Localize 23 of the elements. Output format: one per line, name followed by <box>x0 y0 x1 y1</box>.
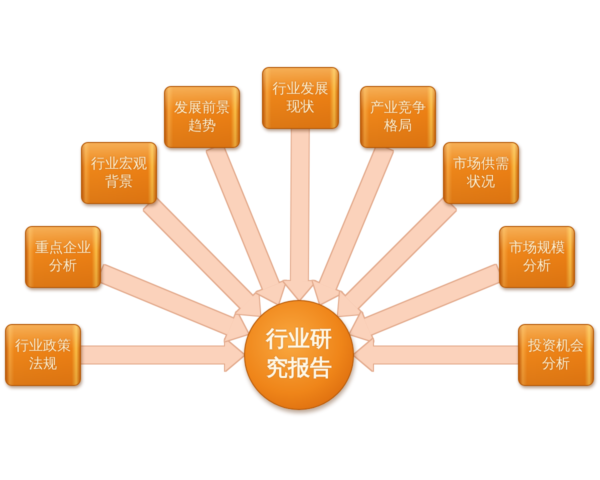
topic-label: 重点企业分析 <box>34 238 92 276</box>
topic-box <box>360 86 436 148</box>
topic-label: 行业发展现状 <box>272 80 330 116</box>
topic-label: 产业竞争格局 <box>369 98 427 136</box>
topic-circle <box>244 300 354 410</box>
topic-label: 投资机会分析 <box>527 336 585 374</box>
topic-box <box>5 324 81 386</box>
topic-box <box>81 142 157 204</box>
topic-box <box>164 86 240 148</box>
center-label: 行业研究报告 <box>264 326 333 383</box>
topic-label: 行业宏观背景 <box>90 154 148 192</box>
topic-box <box>499 226 575 288</box>
block-arrow <box>283 128 316 300</box>
topic-label: 市场供需状况 <box>452 154 510 192</box>
topic-label: 市场规模分析 <box>508 238 566 276</box>
topic-label: 行业政策法规 <box>14 336 72 374</box>
topic-box <box>25 226 101 288</box>
topic-box <box>443 142 519 204</box>
topic-box <box>262 67 339 129</box>
block-arrow <box>81 339 244 371</box>
block-arrow <box>354 339 518 371</box>
topic-box <box>518 324 594 386</box>
topic-label: 发展前景趋势 <box>173 98 231 136</box>
